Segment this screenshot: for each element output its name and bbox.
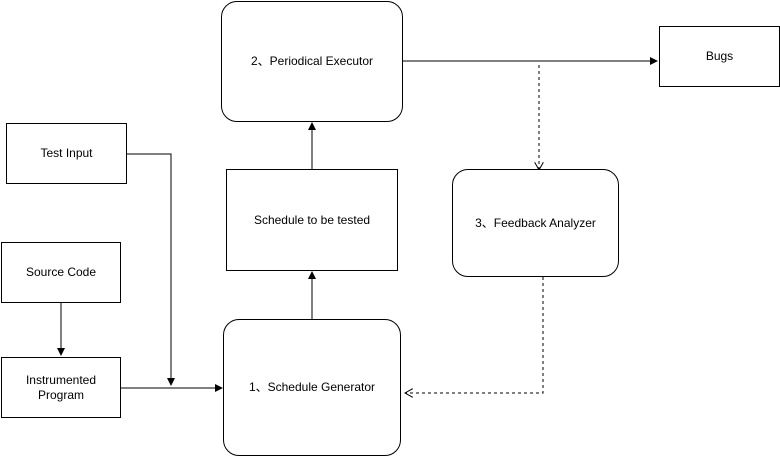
schedule-generator-box: 1、Schedule Generator: [223, 319, 401, 456]
edge-test-input-to-generator: [127, 153, 175, 386]
instrumented-program-box: Instrumented Program: [1, 357, 121, 418]
periodical-executor-label: 2、Periodical Executor: [250, 54, 374, 68]
source-code-box: Source Code: [1, 242, 121, 303]
schedule-generator-label: 1、Schedule Generator: [248, 380, 376, 394]
edge-feedback-to-generator: [405, 277, 544, 393]
instrumented-program-label: Instrumented Program: [25, 372, 97, 402]
bugs-label: Bugs: [705, 49, 734, 63]
feedback-analyzer-box: 3、Feedback Analyzer: [452, 169, 619, 277]
test-input-label: Test Input: [40, 146, 93, 160]
feedback-analyzer-label: 3、Feedback Analyzer: [475, 215, 596, 230]
bugs-box: Bugs: [659, 26, 780, 87]
test-input-box: Test Input: [6, 123, 127, 184]
source-code-label: Source Code: [25, 265, 97, 279]
periodical-executor-box: 2、Periodical Executor: [221, 1, 403, 122]
schedule-to-be-tested-box: Schedule to be tested: [226, 169, 398, 271]
schedule-to-be-tested-label: Schedule to be tested: [253, 212, 371, 227]
